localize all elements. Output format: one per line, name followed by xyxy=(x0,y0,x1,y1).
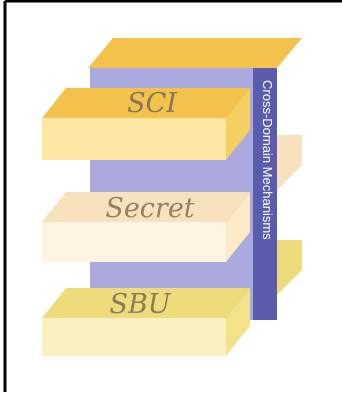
level-sci: SCI xyxy=(42,88,250,160)
level-label-sci: SCI xyxy=(127,88,178,119)
level-label-secret: Secret xyxy=(105,193,194,224)
level-label-sbu: SBU xyxy=(109,289,171,320)
cross-domain-label: Cross-Domain Mechanisms xyxy=(260,80,275,240)
sbu-back-plate xyxy=(277,240,302,295)
level-secret: Secret xyxy=(42,192,250,262)
level-sbu: SBU xyxy=(42,288,250,356)
frame xyxy=(3,0,342,392)
sci-back-plate xyxy=(88,38,302,68)
secret-back-plate xyxy=(277,135,302,190)
cross-domain-spine-side xyxy=(253,68,277,320)
